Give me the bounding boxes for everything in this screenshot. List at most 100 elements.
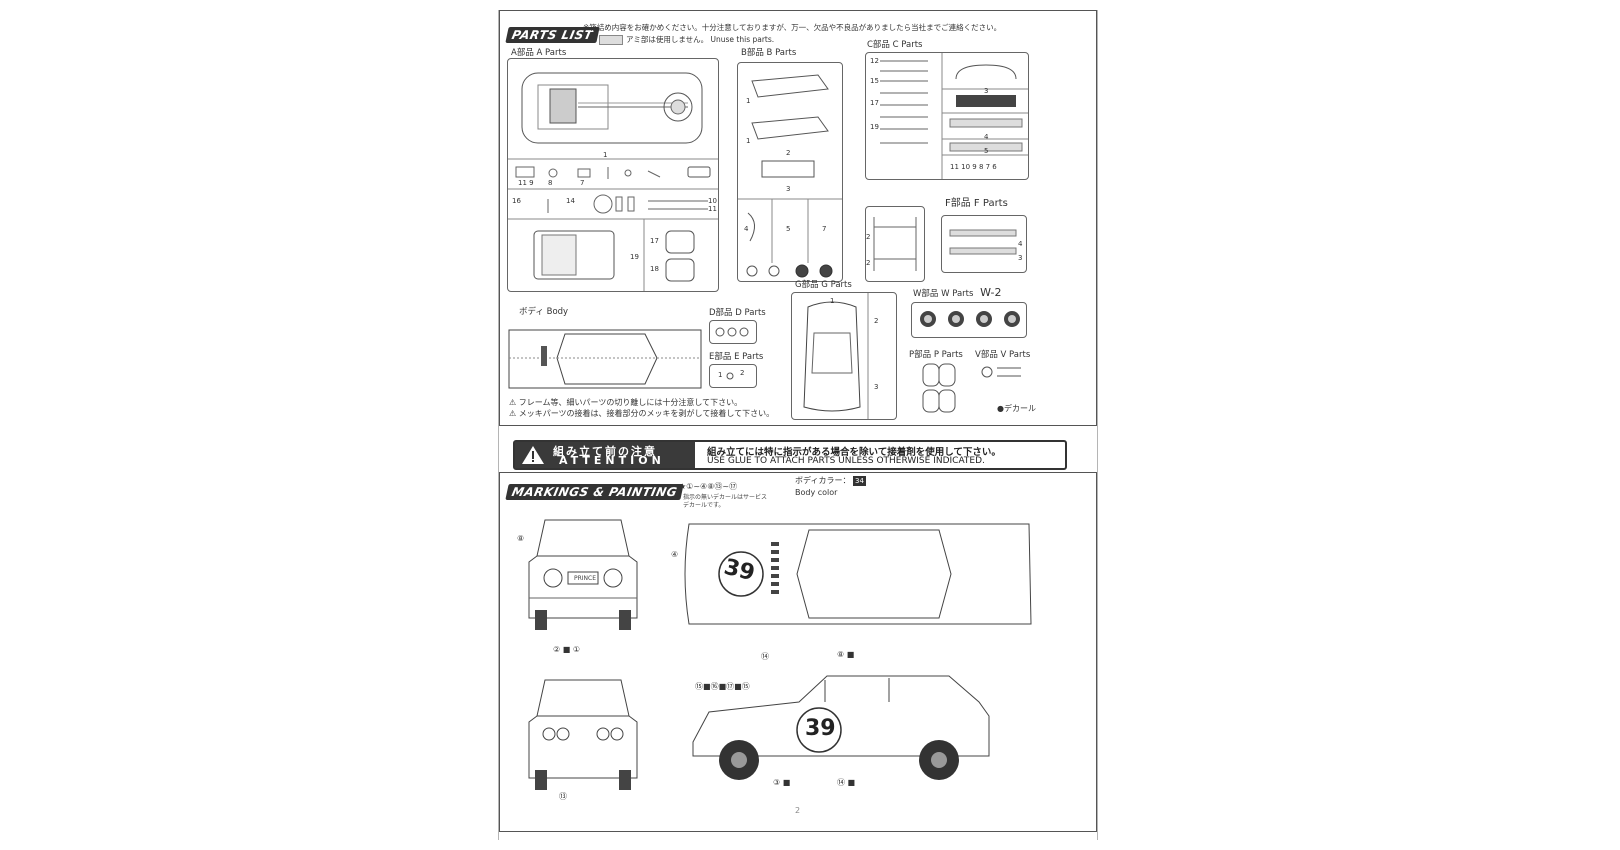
front-callout-2-1: ② ■ ① bbox=[553, 645, 580, 654]
svg-text:4: 4 bbox=[984, 133, 989, 141]
e-parts-label: E部品 E Parts bbox=[709, 352, 764, 362]
svg-text:10: 10 bbox=[708, 197, 717, 205]
parts-notice: ※箱詰め内容をお確かめください。十分注意しておりますが、万一、欠品や不良品があり… bbox=[583, 23, 1002, 32]
svg-text:2: 2 bbox=[786, 149, 790, 157]
svg-text:7: 7 bbox=[822, 225, 826, 233]
svg-text:11 9: 11 9 bbox=[518, 179, 534, 187]
body-color-en: Body color bbox=[795, 488, 838, 497]
svg-text:3: 3 bbox=[874, 383, 878, 391]
page-number: 2 bbox=[795, 806, 801, 815]
unuse-text: アミ部は使用しません。 Unuse this parts. bbox=[626, 35, 775, 44]
w-parts-text: W部品 W Parts bbox=[913, 289, 974, 299]
caution-2-text: メッキパーツの接着は、接着部分のメッキを剥がして接着して下さい。 bbox=[518, 409, 775, 418]
d-parts-sprue bbox=[709, 320, 757, 344]
callout-8b: ⑧ bbox=[837, 650, 845, 659]
w-parts-code: W-2 bbox=[980, 286, 1002, 299]
svg-text:7: 7 bbox=[580, 179, 584, 187]
attention-jp-title: 組み立て前の注意 bbox=[553, 445, 657, 458]
body-color-jp: ボディカラー： bbox=[795, 476, 851, 485]
v-parts-drawing bbox=[981, 366, 1021, 378]
svg-text:19: 19 bbox=[870, 123, 879, 131]
svg-text:1: 1 bbox=[603, 151, 607, 159]
svg-text:3: 3 bbox=[786, 185, 790, 193]
svg-text:5: 5 bbox=[786, 225, 790, 233]
svg-text:2: 2 bbox=[740, 369, 744, 377]
callout-15b: ⑮ bbox=[741, 682, 750, 691]
decal-legend: ●デカール bbox=[997, 404, 1036, 413]
decal-note-1: 指示の無いデカールはサービス bbox=[683, 494, 768, 501]
callout-2: ② bbox=[553, 645, 561, 654]
v-parts-label: V部品 V Parts bbox=[975, 350, 1031, 360]
d-parts-drawing bbox=[715, 327, 749, 337]
decal-range-text: ①~④⑧⑬~⑰ bbox=[686, 482, 738, 491]
f-parts-drawing: 43 bbox=[949, 229, 1023, 262]
side-callout-14: ⑭ ■ bbox=[837, 778, 856, 787]
svg-text:4: 4 bbox=[1018, 240, 1023, 248]
rear-callout-13: ⑬ bbox=[559, 792, 567, 801]
svg-text:2: 2 bbox=[874, 317, 878, 325]
g-parts-drawing: 1 23 bbox=[803, 293, 878, 419]
svg-text:12: 12 bbox=[870, 57, 879, 65]
svg-text:1: 1 bbox=[746, 97, 750, 105]
side-callout-3: ③ ■ bbox=[773, 778, 791, 787]
svg-text:19: 19 bbox=[630, 253, 639, 261]
top-callout-4: ④ bbox=[671, 550, 679, 559]
side-callouts: ⑮■⑯■⑰■⑮ bbox=[695, 682, 750, 691]
rear-view-drawing bbox=[528, 679, 638, 790]
svg-text:17: 17 bbox=[870, 99, 879, 107]
svg-text:14: 14 bbox=[566, 197, 575, 205]
p-parts-label: P部品 P Parts bbox=[909, 350, 963, 360]
side-view-drawing bbox=[692, 675, 990, 780]
svg-text:1: 1 bbox=[746, 137, 750, 145]
top-callout-14: ⑭ bbox=[761, 652, 769, 661]
f-parts-label: F部品 F Parts bbox=[945, 198, 1008, 209]
a-parts-label: A部品 A Parts bbox=[511, 48, 567, 58]
front-view-drawing bbox=[528, 519, 638, 630]
svg-text:8: 8 bbox=[548, 179, 552, 187]
svg-text:16: 16 bbox=[512, 197, 521, 205]
callout-17: ⑰ bbox=[726, 682, 735, 691]
w-parts-label: W部品 W Parts W-2 bbox=[913, 286, 1002, 299]
body-color: ボディカラー： 34 bbox=[795, 476, 866, 486]
color-code-badge: 34 bbox=[853, 476, 866, 486]
svg-text:18: 18 bbox=[650, 265, 659, 273]
decal-range: ★①~④⑧⑬~⑰ bbox=[679, 482, 738, 491]
decal-note-2: デカールです。 bbox=[683, 502, 725, 509]
w-parts-sprue bbox=[911, 302, 1027, 338]
unuse-notice: アミ部は使用しません。 Unuse this parts. bbox=[599, 35, 774, 45]
svg-text:15: 15 bbox=[870, 77, 879, 85]
front-callout-8: ⑧ bbox=[517, 534, 525, 543]
p-parts-drawing bbox=[922, 363, 956, 413]
side-race-number: 39 bbox=[805, 716, 836, 741]
w-parts-drawing bbox=[920, 311, 1020, 327]
attention-en-title: ATTENTION bbox=[559, 454, 665, 467]
callout-14b: ⑭ bbox=[837, 778, 845, 787]
attention-bar: 組み立て前の注意 ATTENTION 組み立てには特に指示がある場合を除いて接着… bbox=[513, 440, 1067, 470]
caution-1-text: フレーム等、細いパーツの切り離しには十分注意して下さい。 bbox=[518, 398, 743, 407]
attention-en-text: USE GLUE TO ATTACH PARTS UNLESS OTHERWIS… bbox=[707, 456, 985, 466]
markings-heading: MARKINGS & PAINTING bbox=[505, 484, 684, 500]
svg-text:1: 1 bbox=[718, 371, 722, 379]
svg-text:11 10 9 8 7 6: 11 10 9 8 7 6 bbox=[950, 163, 997, 171]
callout-3: ③ bbox=[773, 778, 781, 787]
svg-text:11: 11 bbox=[708, 205, 717, 213]
top-view-drawing bbox=[684, 523, 1032, 625]
b-parts-label: B部品 B Parts bbox=[741, 48, 797, 58]
body-label: ボディ Body bbox=[519, 307, 569, 317]
attention-block: 組み立て前の注意 ATTENTION bbox=[515, 442, 695, 468]
callout-15: ⑮ bbox=[695, 682, 703, 691]
svg-text:17: 17 bbox=[650, 237, 659, 245]
instruction-page: PARTS LIST ※箱詰め内容をお確かめください。十分注意しておりますが、万… bbox=[498, 10, 1098, 840]
plate-text: PRINCE bbox=[574, 575, 597, 582]
callout-16: ⑯ bbox=[710, 682, 719, 691]
svg-text:3: 3 bbox=[984, 87, 988, 95]
